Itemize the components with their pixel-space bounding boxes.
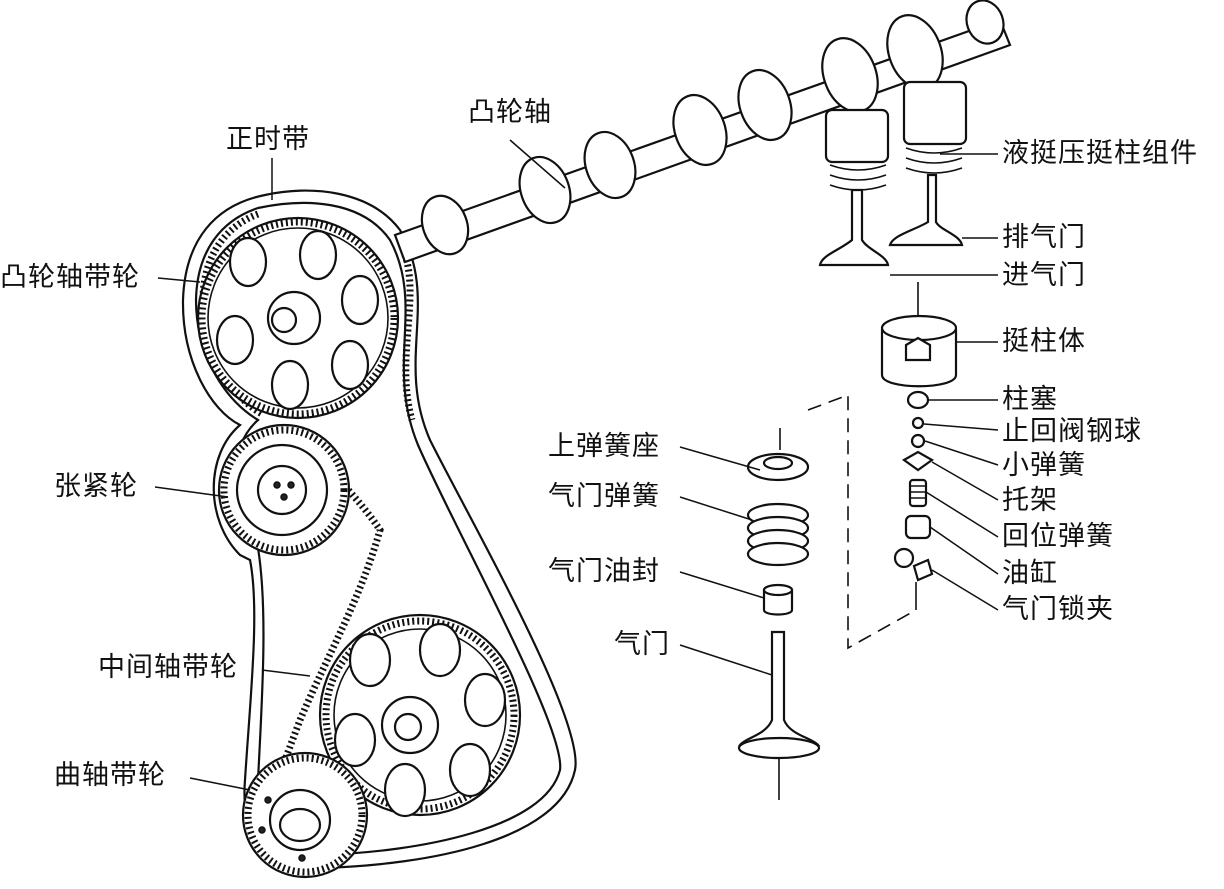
camshaft (393, 0, 1012, 264)
label-camshaft-pulley: 凸轮轴带轮 (0, 262, 140, 293)
label-upper-spring-seat: 上弹簧座 (548, 431, 660, 462)
label-crankshaft-pulley: 曲轴带轮 (54, 760, 166, 791)
lifter-valve-assembly (818, 80, 968, 267)
label-valve: 气门 (614, 629, 670, 660)
label-bracket: 托架 (1002, 485, 1058, 516)
label-valve-keepers: 气门锁夹 (1002, 594, 1114, 625)
label-intake-valve: 进气门 (1002, 260, 1086, 291)
label-cylinder: 油缸 (1002, 558, 1058, 589)
lifter-exploded-parts (880, 282, 958, 610)
camshaft-pulley (196, 216, 400, 420)
valve-exploded-parts (737, 393, 917, 800)
label-return-spring: 回位弹簧 (1002, 521, 1114, 552)
tensioner-pulley (217, 423, 351, 557)
leader-lines (154, 139, 999, 791)
label-lifter-body: 挺柱体 (1002, 326, 1086, 357)
label-small-spring: 小弹簧 (1002, 450, 1086, 481)
label-exhaust-valve: 排气门 (1002, 222, 1086, 253)
label-timing-belt: 正时带 (226, 124, 310, 155)
label-tensioner: 张紧轮 (54, 471, 138, 502)
intermediate-shaft-pulley (318, 613, 522, 818)
label-camshaft: 凸轮轴 (468, 97, 552, 128)
label-check-ball: 止回阀钢球 (1002, 416, 1142, 447)
crankshaft-pulley (241, 751, 369, 879)
label-valve-spring: 气门弹簧 (548, 481, 660, 512)
label-hydraulic-lifter-assembly: 液挺压挺柱组件 (1002, 138, 1198, 169)
label-intermediate-shaft-pulley: 中间轴带轮 (98, 652, 238, 683)
label-plunger: 柱塞 (1002, 384, 1058, 415)
label-valve-oil-seal: 气门油封 (548, 556, 660, 587)
